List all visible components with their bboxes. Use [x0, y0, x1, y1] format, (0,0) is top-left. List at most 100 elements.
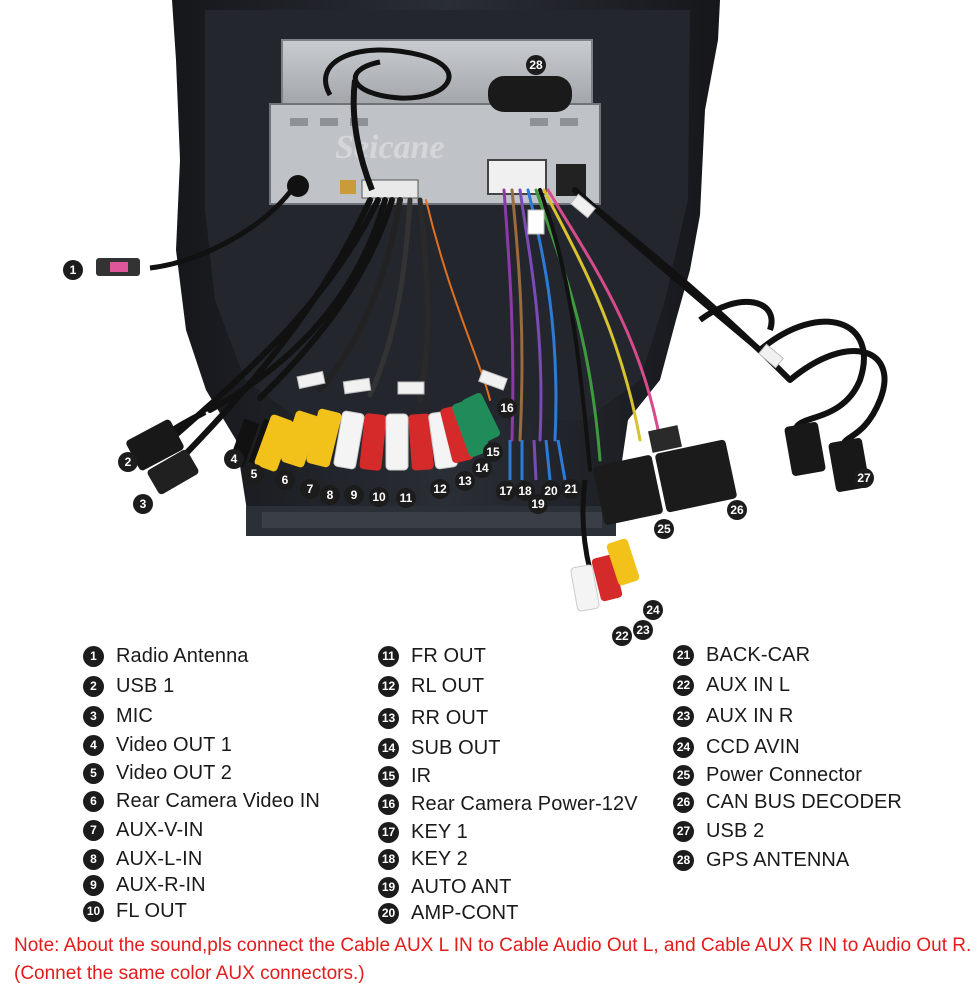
legend-item: 11 FR OUT	[378, 643, 486, 669]
legend-number: 6	[83, 790, 104, 812]
wiring-photo: Seicane	[96, 0, 888, 612]
callout-badge: 10	[369, 487, 389, 507]
callout-badge: 7	[300, 479, 320, 499]
legend-number: 3	[83, 705, 104, 727]
legend-label: FL OUT	[116, 899, 187, 922]
legend-label: AMP-CONT	[411, 901, 519, 924]
legend-item: 14 SUB OUT	[378, 735, 501, 761]
legend-item: 20 AMP-CONT	[378, 900, 518, 926]
power-connector	[593, 455, 663, 525]
legend-number: 10	[83, 900, 104, 922]
legend-item: 26 CAN BUS DECODER	[673, 789, 902, 815]
callout-badge: 2	[118, 452, 138, 472]
legend-number: 26	[673, 791, 694, 813]
legend-label: KEY 1	[411, 820, 468, 843]
callout-badge: 28	[526, 55, 546, 75]
legend-label: Video OUT 1	[116, 733, 232, 756]
aux-in-white	[570, 564, 600, 612]
callout-badge: 26	[727, 500, 747, 520]
callout-badge: 3	[133, 494, 153, 514]
legend-label: AUX-V-IN	[116, 818, 204, 841]
canbus-decoder	[655, 439, 737, 513]
callout-badge: 15	[483, 442, 503, 462]
legend-number: 22	[673, 674, 694, 696]
legend-item: 4 Video OUT 1	[83, 732, 232, 758]
aux-in-yellow	[606, 538, 640, 586]
legend-item: 27 USB 2	[673, 818, 764, 844]
callout-badge: 5	[244, 464, 264, 484]
legend-number: 15	[378, 765, 399, 787]
legend-number: 12	[378, 675, 399, 697]
legend-item: 18 KEY 2	[378, 846, 468, 872]
legend-number: 8	[83, 848, 104, 870]
legend-number: 14	[378, 737, 399, 759]
usb1-plug	[126, 419, 184, 471]
callout-badge: 20	[541, 481, 561, 501]
legend-label: Video OUT 2	[116, 761, 232, 784]
watermark-text: Seicane	[335, 129, 445, 166]
callout-badge: 21	[561, 479, 581, 499]
legend-number: 23	[673, 705, 694, 727]
legend-label: Rear Camera Power-12V	[411, 792, 638, 815]
legend-item: 25 Power Connector	[673, 762, 862, 788]
legend-label: KEY 2	[411, 847, 468, 870]
legend-item: 5 Video OUT 2	[83, 760, 232, 786]
legend-item: 28 GPS ANTENNA	[673, 847, 849, 873]
legend-label: SUB OUT	[411, 736, 501, 759]
legend-item: 21 BACK-CAR	[673, 642, 810, 668]
legend-item: 9 AUX-R-IN	[83, 872, 206, 898]
legend-item: 1 Radio Antenna	[83, 643, 249, 669]
legend-number: 25	[673, 764, 694, 786]
callout-badge: 1	[63, 260, 83, 280]
legend-number: 9	[83, 874, 104, 896]
callout-badge: 25	[654, 519, 674, 539]
legend-label: CCD AVIN	[706, 735, 800, 758]
mic-plug	[147, 449, 199, 495]
legend-item: 2 USB 1	[83, 673, 174, 699]
legend-label: Power Connector	[706, 763, 863, 786]
legend-number: 5	[83, 762, 104, 784]
legend-number: 11	[378, 645, 399, 667]
legend-number: 27	[673, 820, 694, 842]
legend-label: MIC	[116, 704, 153, 727]
legend-label: RL OUT	[411, 674, 485, 697]
legend-item: 15 IR	[378, 763, 431, 789]
callout-badge: 13	[455, 471, 475, 491]
callout-badge: 9	[344, 485, 364, 505]
sound-connection-note: Note: About the sound,pls connect the Ca…	[14, 935, 972, 984]
legend-label: IR	[411, 764, 432, 787]
legend-number: 2	[83, 675, 104, 697]
legend-label: AUTO ANT	[411, 875, 512, 898]
legend-label: BACK-CAR	[706, 643, 811, 666]
legend-label: AUX IN L	[706, 673, 791, 696]
callout-badge: 23	[633, 620, 653, 640]
callout-badge: 16	[497, 398, 517, 418]
callout-badge: 22	[612, 626, 632, 646]
legend-number: 17	[378, 821, 399, 843]
legend-label: Rear Camera Video IN	[116, 789, 320, 812]
legend-item: 3 MIC	[83, 703, 153, 729]
legend-label: AUX IN R	[706, 704, 794, 727]
callout-badge: 6	[275, 470, 295, 490]
antenna-port	[287, 175, 309, 197]
legend-item: 8 AUX-L-IN	[83, 846, 202, 872]
callout-badge: 19	[528, 494, 548, 514]
legend-number: 21	[673, 644, 694, 666]
legend-label: FR OUT	[411, 644, 487, 667]
legend-label: AUX-R-IN	[116, 873, 206, 896]
legend-item: 22 AUX IN L	[673, 672, 790, 698]
legend-item: 16 Rear Camera Power-12V	[378, 791, 638, 817]
legend-number: 4	[83, 734, 104, 756]
legend-item: 7 AUX-V-IN	[83, 817, 203, 843]
callout-badge: 4	[224, 449, 244, 469]
legend-number: 1	[83, 645, 104, 667]
legend-label: CAN BUS DECODER	[706, 790, 902, 813]
callout-badge: 8	[320, 485, 340, 505]
legend-label: RR OUT	[411, 706, 489, 729]
legend-item: 17 KEY 1	[378, 819, 468, 845]
legend-item: 13 RR OUT	[378, 705, 488, 731]
legend-label: AUX-L-IN	[116, 847, 203, 870]
callout-badge: 12	[430, 479, 450, 499]
gps-antenna-puck	[488, 76, 572, 112]
callout-badge: 27	[854, 468, 874, 488]
